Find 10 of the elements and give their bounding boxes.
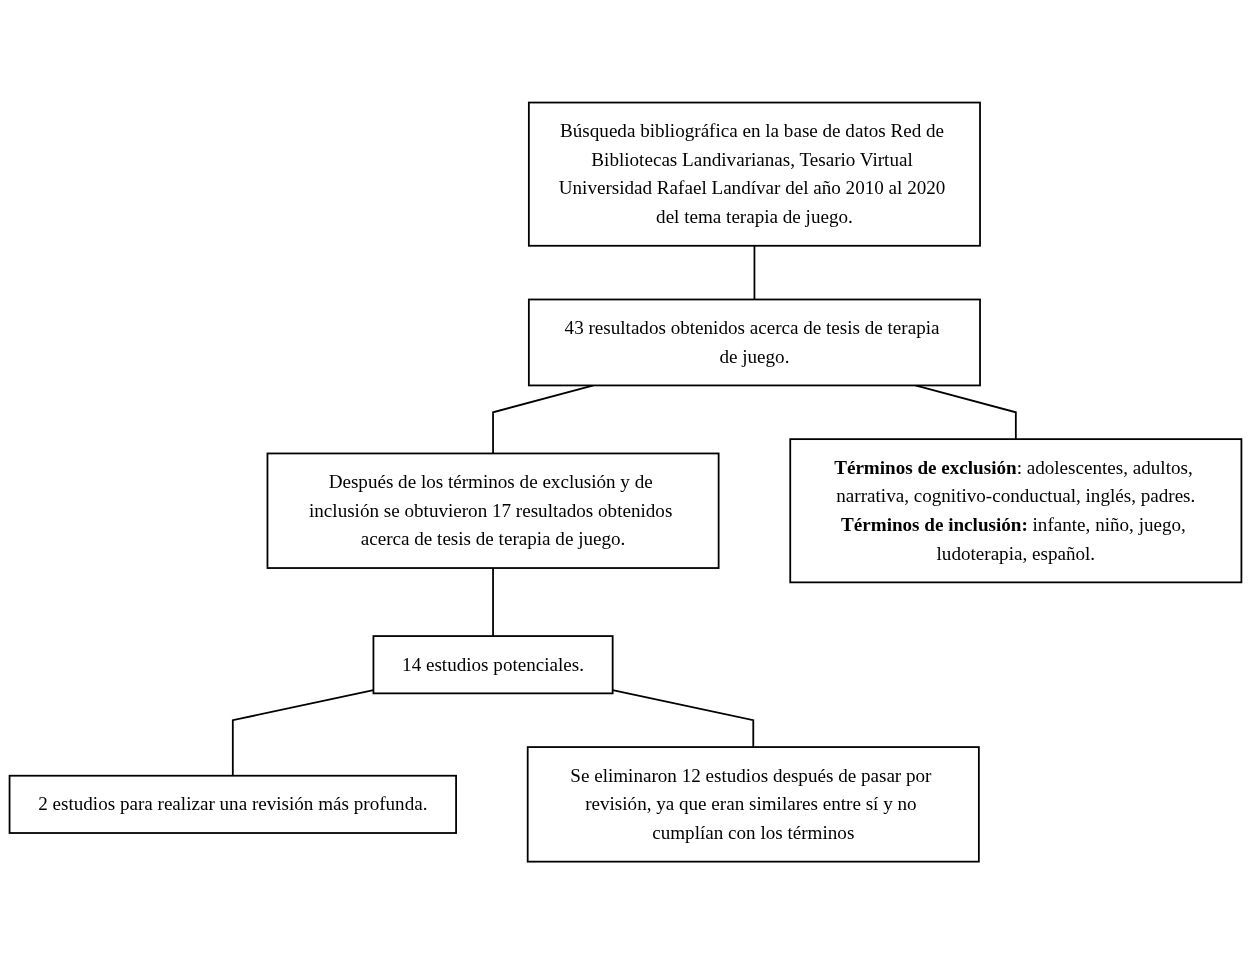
- connector: [492, 567, 494, 638]
- node-box: 14 estudios potenciales.: [372, 635, 614, 695]
- connector: [753, 245, 756, 301]
- connector: [611, 689, 755, 749]
- node-box: Términos de exclusión: adolescentes, adultos, narrativa, cognitivo-conductual, inglés, padres. Términos de inclusión: infante, niño, juego, ludoterapia, español.: [789, 438, 1243, 584]
- node-box: Después de los términos de exclusión y de inclusión se obtuvieron 17 resultados obtenidos acerca de tesis de terapia de juego.: [266, 452, 720, 570]
- node-box: 43 resultados obtenidos acerca de tesis de terapia de juego.: [527, 299, 981, 387]
- node-box: 2 estudios para realizar una revisión más profunda.: [8, 775, 457, 835]
- node-box: Búsqueda bibliográfica en la base de datos Red de Bibliotecas Landivarianas, Tesario Virtual Universidad Rafael Landívar del año 2010 al 2020 del tema terapia de juego.: [527, 102, 981, 248]
- node-box: Se eliminaron 12 estudios después de pasar por revisión, ya que eran similares entre sí y no cumplían con los términos: [526, 746, 980, 863]
